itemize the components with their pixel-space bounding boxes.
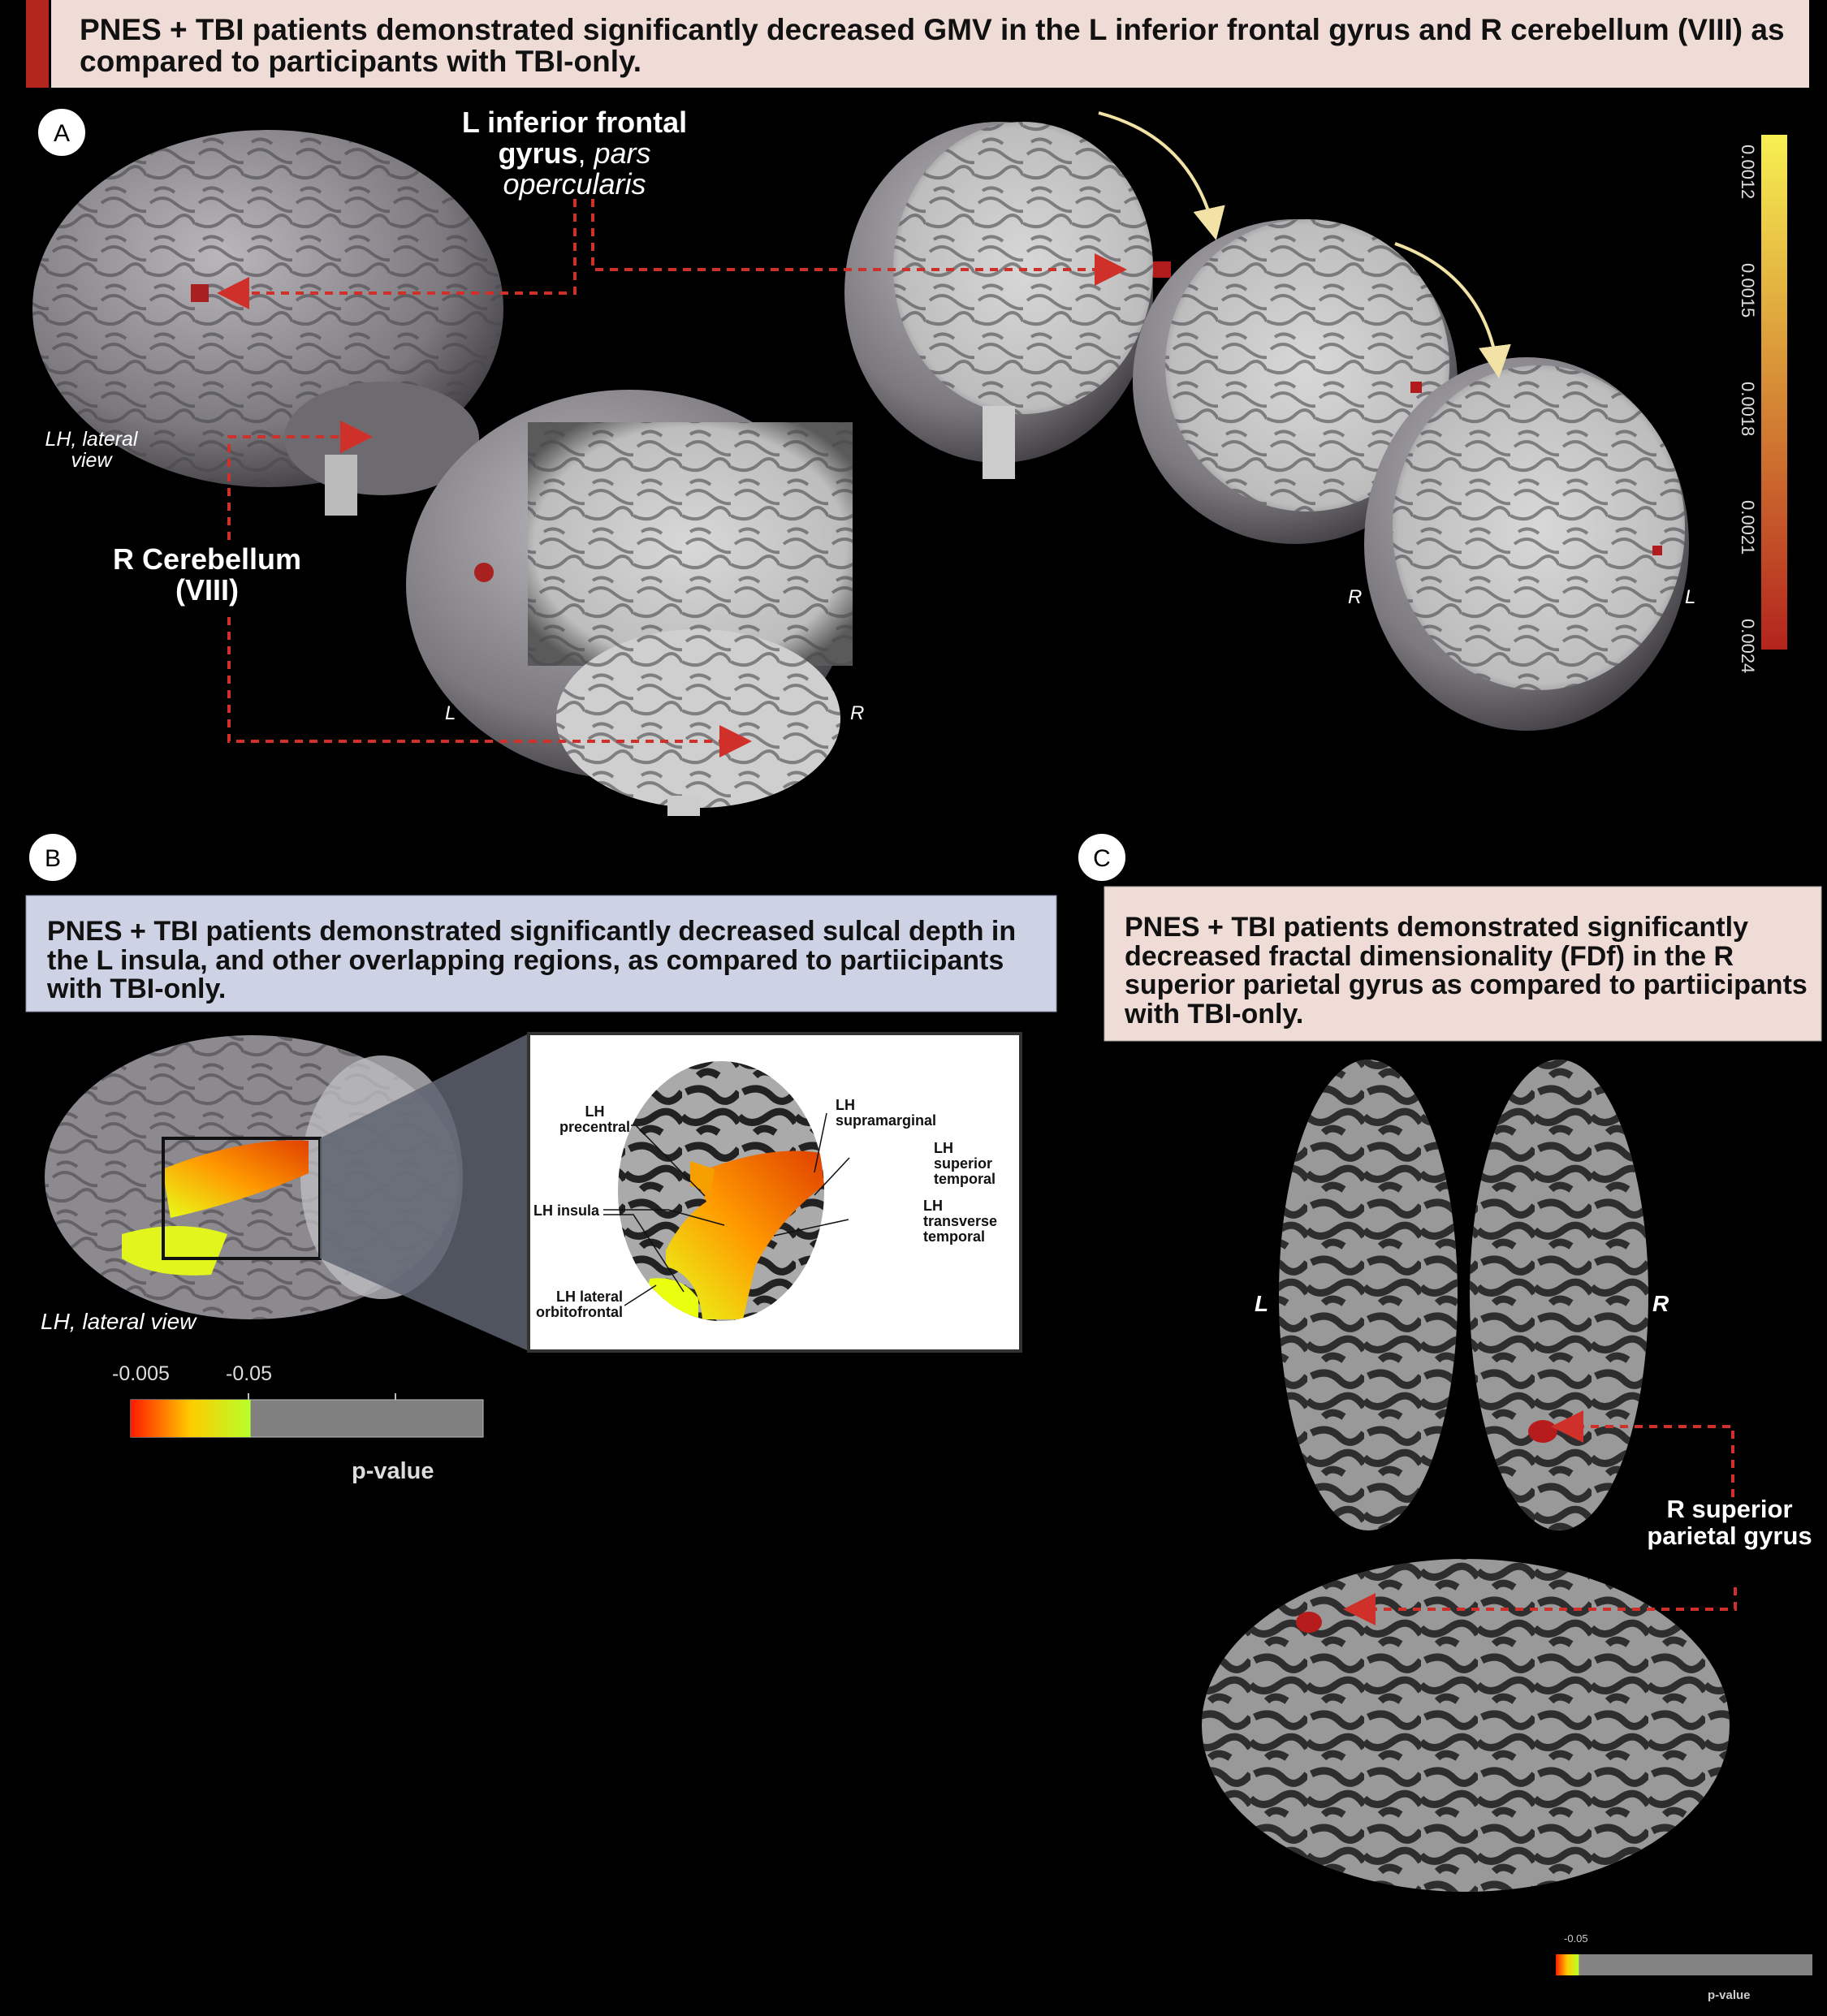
figure-header: PNES + TBI patients demonstrated signifi… (80, 13, 1785, 78)
inset-leader-lines (603, 1112, 850, 1306)
colorbar-tick: 0.0015 (1738, 263, 1758, 318)
inset-label-insula: LH insula (533, 1202, 600, 1219)
lateral-brain-image (32, 130, 503, 516)
colorbar-b-significant-range (131, 1400, 251, 1437)
colorbar-tick: 0.0012 (1738, 145, 1758, 200)
inset-surface-image (618, 1061, 824, 1321)
header-box (51, 0, 1809, 88)
posterior-brain-image (406, 390, 853, 816)
orientation-right: R (850, 702, 865, 724)
panel-c-header: PNES + TBI patients demonstrated signifi… (1125, 912, 1808, 1030)
colorbar-b-title: p-value (352, 1458, 434, 1484)
slice-sequence-arrow (1098, 111, 1225, 240)
panel-c-header-box (1104, 886, 1822, 1042)
colorbar-tick: 0.0021 (1738, 500, 1758, 555)
annotation-arrows-c (1343, 1410, 1737, 1625)
orientation-left-c: L (1255, 1291, 1269, 1316)
colorbar-c-significant-range (1556, 1954, 1579, 1975)
colorbar-b-tick: -0.05 (226, 1362, 272, 1385)
coronal-slice-images (844, 122, 1689, 731)
region-label-cerebellum: R Cerebellum(VIII) (112, 542, 302, 607)
panel-b-label: B (28, 832, 78, 883)
coronal-orientation-right: R (1348, 586, 1363, 608)
orientation-right-c: R (1652, 1291, 1669, 1316)
view-label-lateral-b: LH, lateral view (41, 1309, 197, 1334)
colorbar-c-tick: -0.05 (1564, 1932, 1588, 1945)
region-label-inferior-frontal: L inferior frontal gyrus, pars opercular… (461, 106, 688, 201)
colorbar-c-title: p-value (1708, 1988, 1751, 2002)
colorbar-a (1761, 135, 1787, 650)
orientation-left: L (445, 702, 456, 724)
lateral-view-inflated-brain (1202, 1559, 1730, 1892)
annotation-arrows-a (217, 199, 1127, 758)
slice-sequence-arrow (1394, 242, 1511, 378)
panel-b-header-box (25, 895, 1057, 1012)
superior-view-inflated-brain (1279, 1060, 1648, 1530)
header-accent-bar (26, 0, 49, 88)
panel-b-header: PNES + TBI patients demonstrated signifi… (47, 916, 1017, 1005)
panel-a-label: A (37, 107, 87, 158)
colorbar-tick: 0.0024 (1738, 619, 1758, 674)
colorbar-b-tick: -0.005 (112, 1362, 170, 1385)
colorbar-tick: 0.0018 (1738, 382, 1758, 437)
colorbar-c (1556, 1954, 1812, 1975)
coronal-orientation-left: L (1685, 586, 1696, 608)
panel-c-label: C (1077, 832, 1127, 883)
zoom-callout (320, 1034, 529, 1351)
